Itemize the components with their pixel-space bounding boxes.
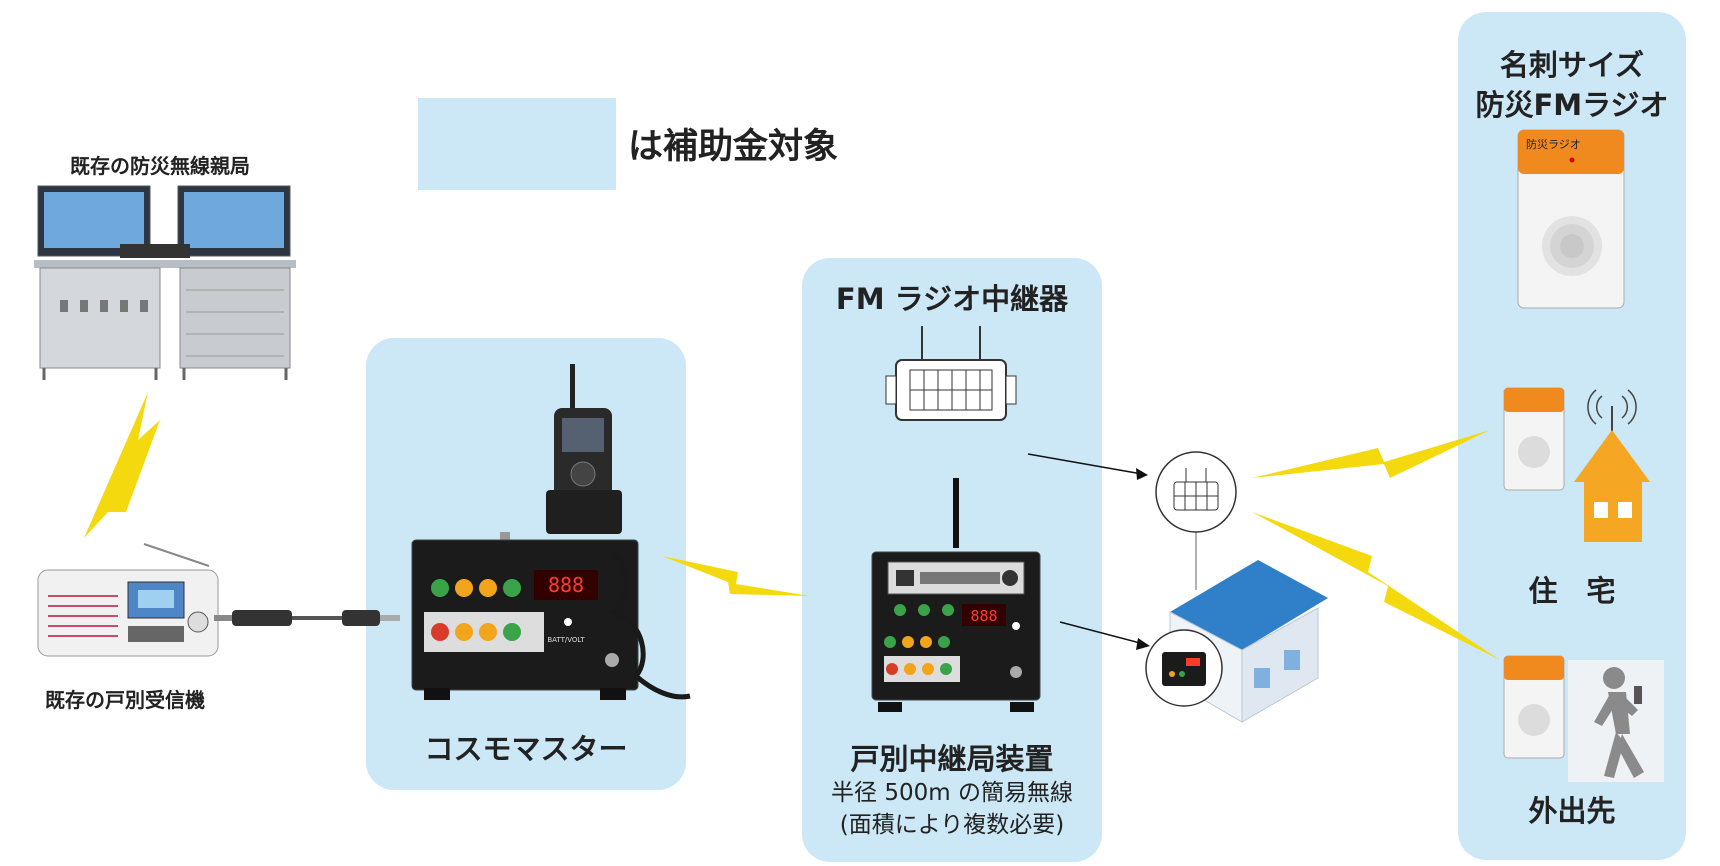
receiver-radio-icon (37, 543, 219, 657)
fm-repeater-label: FM ラジオ中継器 (835, 282, 1069, 316)
lightning-bolt-master (662, 556, 810, 596)
household-receiver-label: 既存の戸別受信機 (45, 688, 205, 712)
legend-swatch (418, 98, 616, 190)
relay-display: 888 (970, 607, 997, 625)
relay-unit-icon: 888 (871, 478, 1041, 712)
card-radio-title-1: 名刺サイズ (1499, 48, 1645, 82)
receiver-cable-icon (214, 610, 400, 626)
relay-station-label: 戸別中継局装置 (850, 742, 1054, 776)
residence-radio-icon (1503, 387, 1565, 491)
lightning-bolt-console (84, 392, 160, 538)
residence-label: 住 宅 (1528, 574, 1616, 608)
card-radio-icon: 防災ラジオ (1517, 129, 1625, 309)
legend-text: は補助金対象 (628, 127, 839, 167)
outdoor-radio-icon (1503, 655, 1565, 759)
lightning-bolt-house (1252, 430, 1490, 478)
repeater-callout-icon (1155, 451, 1237, 533)
card-radio-title-2: 防災FMラジオ (1475, 88, 1669, 122)
control-console-icon (34, 185, 296, 380)
relay-station-desc-1: 半径 500m の簡易無線 (831, 780, 1073, 806)
master-display: 888 (548, 573, 584, 597)
master-batt-label: BATT/VOLT (547, 636, 585, 644)
cosmo-master-label: コスモマスター (424, 732, 628, 766)
antenna-house-icon (1574, 389, 1650, 542)
base-station-label: 既存の防災無線親局 (70, 154, 250, 178)
walking-person-icon (1594, 667, 1644, 778)
outdoors-label: 外出先 (1528, 794, 1616, 828)
relay-callout-icon (1145, 629, 1223, 707)
card-radio-device-label: 防災ラジオ (1526, 137, 1581, 151)
relay-station-desc-2: (面積により複数必要) (839, 812, 1065, 838)
lightning-bolt-outdoor (1252, 512, 1500, 660)
master-unit-icon: 888 BATT/VOLT (411, 364, 691, 700)
fm-repeater-icon (885, 326, 1017, 421)
